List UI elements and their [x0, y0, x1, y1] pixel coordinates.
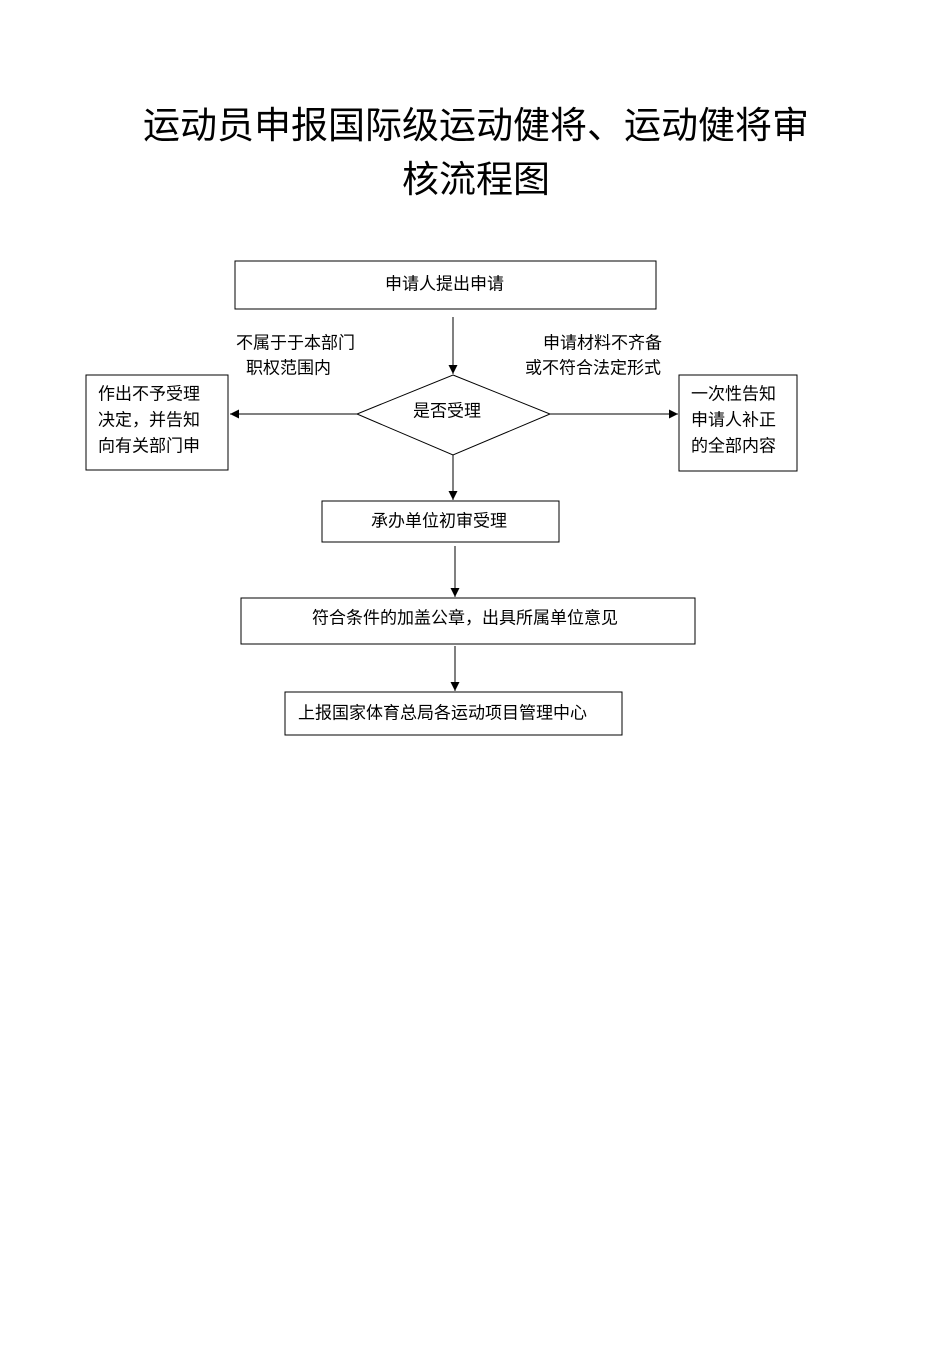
- node-apply: [234, 260, 657, 310]
- node-reject-label-2: 决定，并告知: [98, 411, 200, 431]
- node-reject: [85, 374, 229, 471]
- node-supplement-label-3: 的全部内容: [691, 437, 776, 457]
- node-decision: [355, 374, 552, 456]
- node-supplement-label-1: 一次性告知: [691, 385, 776, 405]
- node-supplement: [678, 374, 798, 472]
- node-supplement-label-2: 申请人补正: [691, 411, 776, 431]
- edge-label-left-2: 职权范围内: [246, 359, 331, 379]
- edge-label-right-2: 或不符合法定形式: [525, 359, 661, 379]
- node-stamp-label: 符合条件的加盖公章，出具所属单位意见: [312, 609, 618, 629]
- node-report-label: 上报国家体育总局各运动项目管理中心: [298, 704, 587, 724]
- node-reject-label-3: 向有关部门申: [98, 437, 200, 457]
- node-review-label: 承办单位初审受理: [371, 512, 507, 532]
- node-report: [284, 691, 623, 736]
- node-apply-label: 申请人提出申请: [385, 275, 504, 295]
- page-title-line-1: 运动员申报国际级运动健将、运动健将审: [143, 104, 809, 147]
- edge-label-left-1: 不属于于本部门: [236, 334, 355, 354]
- page-title-line-2: 核流程图: [402, 158, 550, 201]
- node-reject-label-1: 作出不予受理: [98, 385, 200, 405]
- edge-label-right-1: 申请材料不齐备: [543, 334, 662, 354]
- node-decision-label: 是否受理: [413, 402, 481, 422]
- node-stamp: [240, 597, 696, 645]
- node-review: [321, 500, 560, 543]
